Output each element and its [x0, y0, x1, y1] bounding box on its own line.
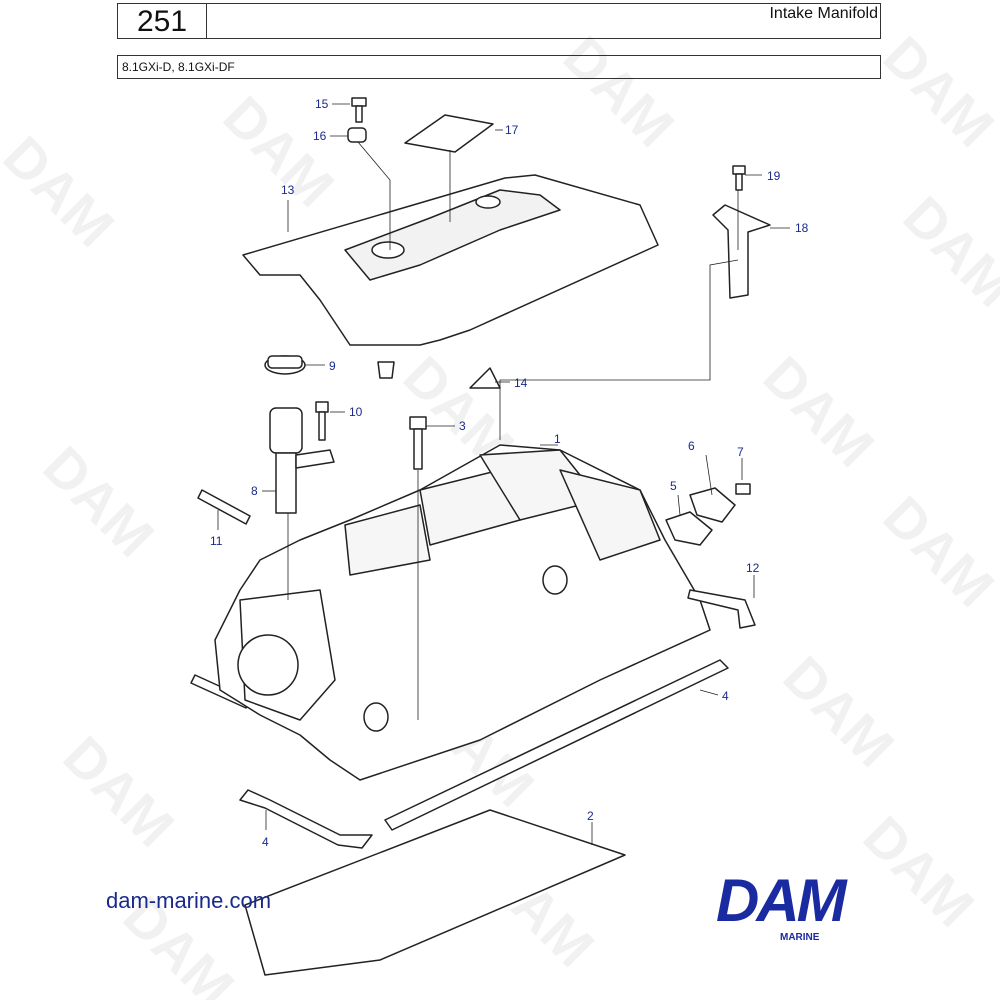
- watermark: DAM: [872, 484, 1000, 619]
- callouts: 15 16 17 13 19 18 9 10 3 1 6 7 5 8 11 12…: [210, 97, 809, 849]
- callout-16: 16: [313, 129, 327, 143]
- cover-stud-14: [469, 367, 501, 389]
- bracket-bolt-head: [732, 165, 746, 175]
- valley-baffle: [244, 809, 626, 976]
- callout-5: 5: [670, 479, 677, 493]
- page-title: Intake Manifold: [769, 5, 878, 22]
- callout-4: 4: [262, 835, 269, 849]
- cover-hole: [475, 195, 501, 209]
- callout-7: 7: [737, 445, 744, 459]
- throttle-bore: [237, 634, 299, 696]
- cover-ribs: [344, 189, 561, 281]
- callout-10: 10: [349, 405, 363, 419]
- brand-logo: DAM MARINE: [716, 867, 896, 944]
- manifold-gasket: [384, 659, 729, 831]
- manifold-port: [542, 565, 568, 595]
- watermark: DAM: [892, 184, 1000, 319]
- engine-cover: [242, 174, 659, 346]
- callout-8: 8: [251, 484, 258, 498]
- callout-15: 15: [315, 97, 329, 111]
- cover-grommet: [377, 361, 395, 379]
- plate-bolt-head: [735, 483, 751, 495]
- model-list: 8.1GXi-D, 8.1GXi-DF: [117, 55, 881, 79]
- bracket-bolt-shank: [735, 173, 743, 191]
- callout-12: 12: [746, 561, 760, 575]
- oil-cap-top: [267, 355, 303, 369]
- mounting-bracket: [712, 204, 771, 299]
- callout-13: 13: [281, 183, 295, 197]
- watermark: DAM: [872, 24, 1000, 159]
- tube-bolt-head: [315, 401, 329, 413]
- leader-lines: [217, 103, 790, 845]
- cover-oil-hole: [371, 241, 405, 259]
- watermark: DAM: [32, 434, 167, 569]
- bolt-shank: [355, 105, 363, 123]
- fill-tube-top: [269, 407, 303, 454]
- manifold-runner: [344, 504, 431, 576]
- callout-4: 4: [722, 689, 729, 703]
- callout-11: 11: [210, 534, 223, 548]
- callout-1: 1: [554, 432, 561, 446]
- watermark: DAM: [0, 124, 126, 259]
- fill-tube-tab: [295, 449, 335, 469]
- website-link[interactable]: dam-marine.com: [106, 888, 272, 913]
- page-number: 251: [118, 4, 207, 38]
- temp-sensor: [687, 589, 756, 629]
- manifold-bolt-shank: [413, 428, 423, 470]
- manifold-gasket-seal: [239, 789, 373, 849]
- watermark: DAM: [752, 344, 887, 479]
- stud: [197, 489, 251, 525]
- manifold-bolt-head: [409, 416, 427, 430]
- label-sticker: [404, 114, 494, 153]
- callout-19: 19: [767, 169, 781, 183]
- header-box: 251 Intake Manifold: [117, 3, 881, 39]
- gasket: [665, 511, 713, 546]
- manifold-runner: [559, 469, 661, 561]
- brand-logo-text: DAM: [716, 867, 847, 934]
- tube-bolt-shank: [318, 411, 326, 441]
- callout-2: 2: [587, 809, 594, 823]
- callout-17: 17: [505, 123, 519, 137]
- callout-3: 3: [459, 419, 466, 433]
- watermark: DAM: [552, 24, 687, 159]
- callout-9: 9: [329, 359, 336, 373]
- callout-6: 6: [688, 439, 695, 453]
- manifold-port: [363, 702, 389, 732]
- brand-subtitle: MARINE: [780, 932, 820, 943]
- bolt-head: [351, 97, 367, 107]
- fill-tube: [275, 452, 297, 514]
- callout-14: 14: [514, 376, 528, 390]
- watermark: DAM: [52, 724, 187, 859]
- watermark: DAM: [772, 644, 907, 779]
- callout-18: 18: [795, 221, 809, 235]
- grommet: [347, 127, 367, 143]
